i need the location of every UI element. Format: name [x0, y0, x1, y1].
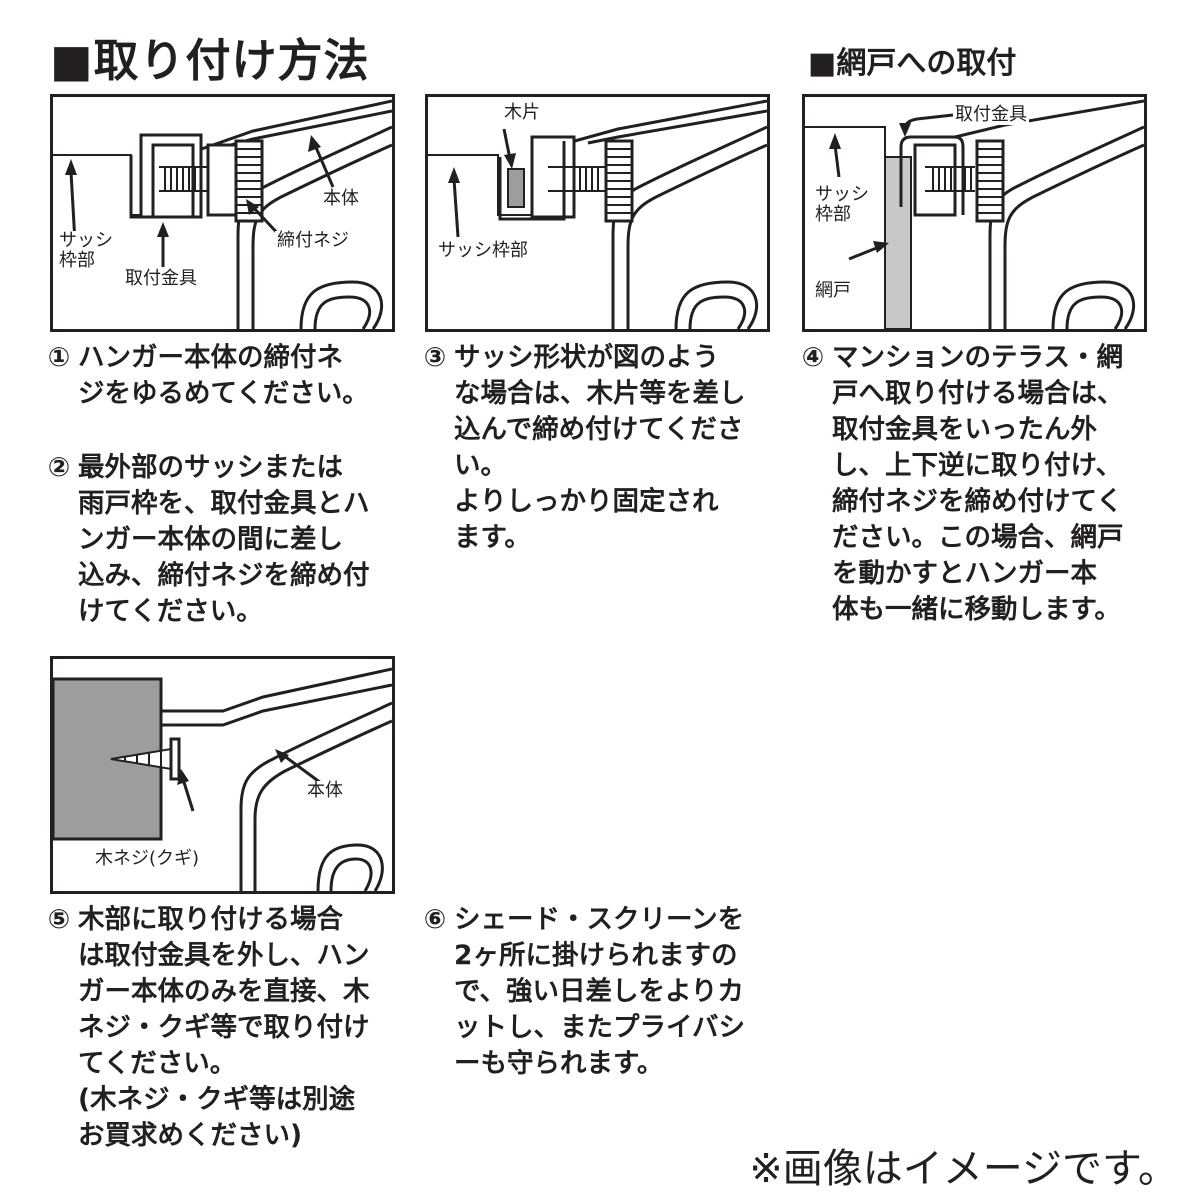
label-body: 本体 — [321, 188, 361, 209]
label-sash-frame: サッシ 枠部 — [57, 230, 115, 271]
label-bracket: 取付金具 — [953, 104, 1029, 125]
diagram-sash-mount: 本体 サッシ 枠部 締付ネジ 取付金具 — [50, 94, 395, 332]
page-title: ■取り付け方法 — [50, 34, 370, 87]
label-sash-frame: サッシ 枠部 — [813, 184, 871, 225]
step-2: ② 最外部のサッシまたは 雨戸枠を、取付金具とハ ンガー本体の間に差し 込み、締… — [42, 450, 370, 630]
step-number: ⑤ — [47, 904, 71, 935]
label-tightening-screw: 締付ネジ — [275, 230, 351, 251]
step-number: ① — [47, 342, 71, 373]
diagram-screen-door-drawing — [805, 99, 1144, 329]
diagram-wood-shim: 木片 サッシ枠部 — [425, 94, 770, 332]
screw-thread — [573, 167, 599, 191]
wood-shim — [507, 168, 525, 208]
screw-thread — [932, 167, 972, 191]
screw-knob — [604, 139, 634, 223]
diagram-sash-mount-drawing — [53, 99, 392, 329]
step-3: ③ サッシ形状が図のよう な場合は、木片等を差し 込んで締め付けてくださ い。 … — [418, 340, 746, 556]
step-text: ハンガー本体の締付ネ ジをゆるめてください。 — [78, 342, 369, 409]
step-number: ② — [47, 452, 71, 483]
label-screen-door: 網戸 — [813, 280, 853, 301]
image-disclaimer: ※画像はイメージです。 — [749, 1146, 1178, 1192]
step-text: 最外部のサッシまたは 雨戸枠を、取付金具とハ ンガー本体の間に差し 込み、締付ネ… — [78, 452, 370, 627]
label-wood-piece: 木片 — [502, 102, 542, 123]
diagram-wood-shim-drawing — [428, 99, 767, 329]
diagram-wood-mount-drawing — [53, 667, 392, 891]
step-1: ① ハンガー本体の締付ネ ジをゆるめてください。 — [42, 340, 369, 412]
screw-knob — [975, 139, 1005, 223]
label-bracket: 取付金具 — [123, 268, 199, 289]
step-number: ③ — [423, 342, 447, 373]
label-sash-frame: サッシ枠部 — [436, 240, 530, 261]
step-4: ④ マンションのテラス・網 戸へ取り付ける場合は、 取付金具をいったん外 し、上… — [796, 340, 1124, 628]
step-text: シェード・スクリーンを 2ヶ所に掛けられますの で、強い日差しをよりカ ットし、… — [454, 904, 745, 1079]
step-text: 木部に取り付ける場合 は取付金具を外し、ハン ガー本体のみを直接、木 ネジ・クギ… — [78, 904, 370, 1151]
step-text: マンションのテラス・網 戸へ取り付ける場合は、 取付金具をいったん外 し、上下逆… — [832, 342, 1124, 625]
step-6: ⑥ シェード・スクリーンを 2ヶ所に掛けられますの で、強い日差しをよりカ ット… — [418, 902, 745, 1082]
step-number: ④ — [801, 342, 825, 373]
screw-thread — [164, 167, 202, 191]
diagram-wood-mount: 本体 木ネジ(クギ) — [50, 656, 395, 894]
step-number: ⑥ — [423, 904, 447, 935]
step-text: サッシ形状が図のよう な場合は、木片等を差し 込んで締め付けてくださ い。 より… — [454, 342, 746, 553]
label-wood-screw: 木ネジ(クギ) — [93, 848, 202, 869]
diagram-screen-door-mount: 取付金具 サッシ 枠部 網戸 — [802, 94, 1147, 332]
label-body: 本体 — [305, 780, 345, 801]
section-title-screen-door: ■網戸への取付 — [808, 46, 1017, 81]
step-5: ⑤ 木部に取り付ける場合 は取付金具を外し、ハン ガー本体のみを直接、木 ネジ・… — [42, 902, 370, 1154]
